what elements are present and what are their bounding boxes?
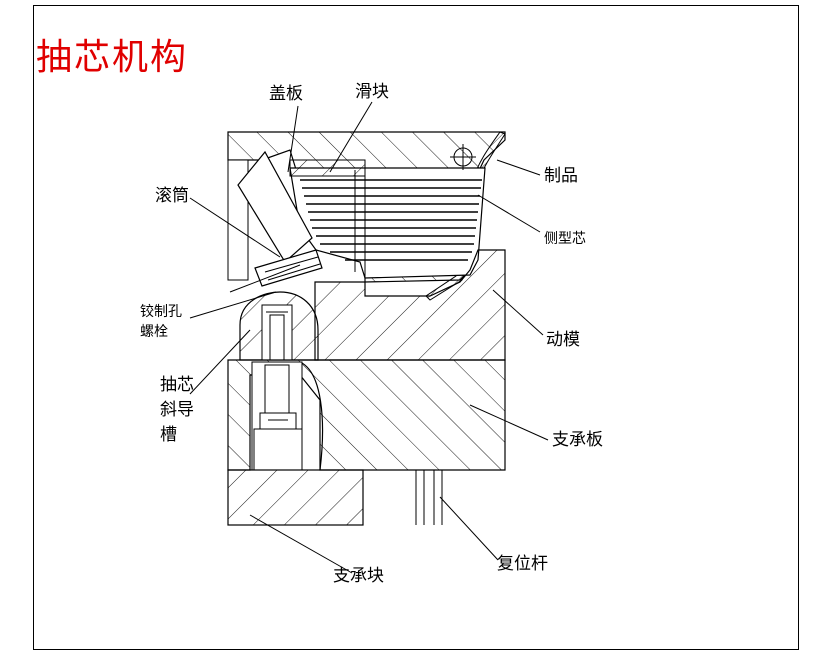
support-block — [227, 469, 364, 526]
label-support-block: 支承块 — [333, 566, 384, 586]
label-reset-rod: 复位杆 — [497, 554, 548, 574]
label-roller: 滚筒 — [155, 186, 189, 206]
label-guide-2: 斜导 — [160, 400, 194, 420]
label-side-core: 侧型芯 — [544, 231, 586, 247]
drawing-border — [33, 5, 799, 650]
locating-symbol — [450, 144, 476, 170]
label-support-plate: 支承板 — [552, 430, 603, 450]
support-plate — [227, 359, 506, 471]
label-guide-3: 槽 — [160, 425, 177, 445]
label-slider: 滑块 — [355, 82, 389, 102]
label-product: 制品 — [544, 166, 578, 186]
page-title: 抽芯机构 — [36, 37, 189, 78]
label-moving-die: 动模 — [546, 330, 580, 350]
label-cover-plate: 盖板 — [269, 84, 303, 104]
label-guide-1: 抽芯 — [160, 375, 194, 395]
leader-lines — [189, 101, 549, 574]
guide-block — [239, 291, 319, 361]
label-reamed-bolt-2: 螺栓 — [140, 324, 168, 340]
label-reamed-bolt-1: 铰制孔 — [140, 304, 182, 320]
slider-block — [289, 159, 486, 279]
cover-plate-wedge — [237, 150, 323, 287]
reset-rod — [415, 470, 443, 525]
